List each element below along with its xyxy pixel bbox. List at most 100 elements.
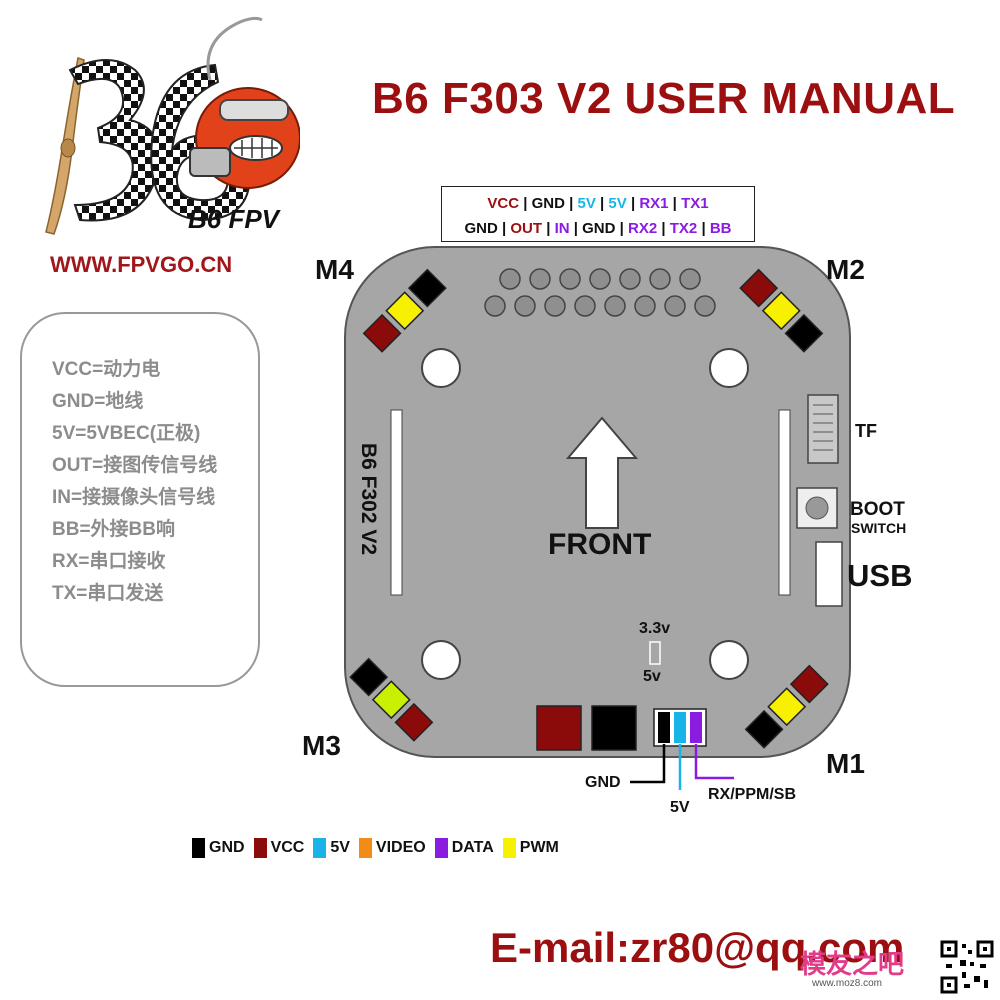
pin-label: 5V [608, 195, 627, 212]
legend-line: RX=串口接收 [52, 551, 166, 572]
pin-label: GND [582, 220, 616, 237]
usb-port[interactable] [815, 541, 843, 607]
pin-separator: | [615, 220, 629, 237]
mascot-icon [189, 16, 300, 189]
email-address[interactable]: E-mail:zr80@qq.com [490, 924, 905, 971]
usb-label: USB [847, 558, 913, 593]
pin-label: 5V [577, 195, 596, 212]
color-key-item: GND [192, 838, 245, 858]
voltage-bottom-label: 5v [643, 668, 661, 685]
pin-header-box: VCC | GND | 5V | 5V | RX1 | TX1 GND | OU… [441, 186, 755, 242]
m1-motor-pads [744, 664, 829, 749]
pin-separator: | [569, 220, 583, 237]
vcc-pad [536, 705, 582, 751]
website-link[interactable]: WWW.FPVGO.CN [50, 252, 233, 277]
switch-label: SWITCH [851, 520, 907, 536]
motor-m2-label: M2 [826, 254, 865, 285]
color-swatch [192, 838, 205, 858]
board-name: B6 F302 V2 [357, 443, 380, 555]
color-swatch [502, 838, 516, 858]
receiver-connector [653, 708, 707, 747]
pin-label: OUT [510, 220, 543, 237]
boot-switch-button[interactable] [805, 496, 829, 520]
pin-separator: | [519, 195, 532, 212]
watermark-subtext: www.moz8.com [812, 978, 883, 989]
pin-label: RX1 [639, 195, 669, 212]
b6-fpv-logo: B6 FPV [45, 16, 300, 235]
mounting-hole [709, 640, 749, 680]
left-slot [390, 409, 403, 596]
pin-label: GND [464, 220, 498, 237]
color-swatch [358, 838, 372, 858]
boot-label: BOOT [850, 499, 905, 520]
mounting-hole [709, 348, 749, 388]
pin-separator: | [657, 220, 670, 237]
legend-line: TX=串口发送 [52, 583, 164, 604]
color-key-item: 5V [313, 838, 350, 858]
mounting-hole [421, 640, 461, 680]
legend-line: 5V=5VBEC(正极) [52, 423, 201, 444]
pin-header-holes [484, 268, 716, 317]
right-slot [778, 409, 791, 596]
front-label: FRONT [548, 528, 652, 561]
color-key-item: PWM [502, 838, 559, 858]
logo-text: B6 FPV [188, 204, 282, 234]
color-key-label: PWM [519, 839, 559, 856]
pin-row-bottom: GND | OUT | IN | GND | RX2 | TX2 | BB [442, 220, 754, 237]
color-key: GND VCC 5V VIDEO DATA PWM [192, 838, 568, 858]
m2-motor-pads [739, 268, 824, 353]
watermark-text: 模友之吧 [800, 949, 905, 979]
color-key-label: 5V [330, 839, 350, 856]
gnd-pad [591, 705, 637, 751]
color-key-item: VIDEO [358, 838, 426, 858]
legend-box: VCC=动力电 GND=地线 5V=5VBEC(正极) OUT=接图传信号线 I… [20, 312, 260, 687]
legend-line: GND=地线 [52, 391, 144, 412]
pin-separator: | [497, 220, 511, 237]
tf-card-slot [807, 394, 839, 464]
color-key-item: VCC [253, 838, 305, 858]
front-arrow-icon [565, 416, 639, 529]
m3-motor-pads [349, 657, 434, 742]
pin-label: IN [554, 220, 570, 237]
color-key-label: VCC [270, 839, 305, 856]
color-key-item: DATA [434, 838, 494, 858]
rx-lead-line [694, 744, 734, 780]
legend-line: VCC=动力电 [52, 359, 161, 380]
m4-motor-pads [362, 268, 447, 353]
qr-code-icon [940, 940, 994, 994]
motor-m3-label: M3 [302, 730, 341, 761]
rx-lead-label: RX/PPM/SB [708, 786, 797, 803]
pin-separator: | [626, 195, 640, 212]
pin-label: VCC [487, 195, 520, 212]
voltage-jumper [649, 641, 661, 665]
color-swatch [434, 838, 448, 858]
pin-label: TX1 [681, 195, 709, 212]
motor-m4-label: M4 [315, 254, 354, 285]
legend-line: BB=外接BB响 [52, 519, 175, 540]
pin-separator: | [697, 220, 710, 237]
propeller-icon [45, 57, 85, 235]
pin-separator: | [668, 195, 682, 212]
checkered-b-icon [68, 59, 161, 222]
color-swatch [253, 838, 267, 858]
voltage-top-label: 3.3v [639, 620, 671, 637]
color-swatch [313, 838, 327, 858]
pin-separator: | [595, 195, 609, 212]
pin-label: TX2 [669, 220, 698, 237]
pin-separator: | [542, 220, 555, 237]
mounting-hole [421, 348, 461, 388]
pin-row-top: VCC | GND | 5V | 5V | RX1 | TX1 [442, 195, 754, 212]
pin-separator: | [564, 195, 578, 212]
color-key-label: GND [209, 839, 245, 856]
gnd-lead-line [630, 744, 666, 784]
tf-label: TF [855, 421, 877, 441]
color-key-label: VIDEO [375, 839, 426, 856]
pin-label: GND [531, 195, 565, 212]
gnd-lead-label: GND [585, 774, 621, 791]
v5-lead-label: 5V [670, 799, 690, 816]
page-title: B6 F303 V2 USER MANUAL [372, 74, 956, 123]
pin-label: BB [709, 220, 732, 237]
legend-line: OUT=接图传信号线 [52, 455, 218, 476]
pin-label: RX2 [628, 220, 658, 237]
